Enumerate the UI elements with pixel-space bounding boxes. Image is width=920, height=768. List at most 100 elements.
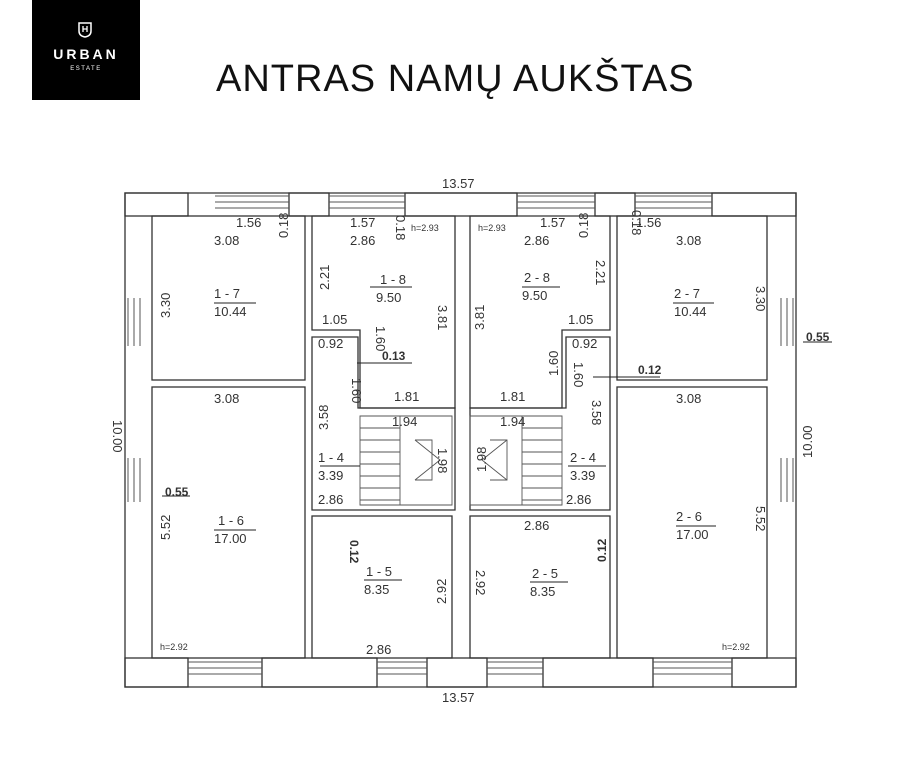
room-outline-1-5 (311, 515, 453, 659)
dim-recess-wall-2-4: 0.12 (638, 363, 662, 377)
dim-width-2-7: 3.08 (676, 233, 701, 248)
brand-logo: URBAN ESTATE (32, 0, 140, 100)
room-area-2-5: 8.35 (530, 584, 555, 599)
window (215, 195, 289, 209)
dim-landing-2-4: 1.81 (500, 389, 525, 404)
room-height-1-8: h=2.93 (411, 223, 439, 233)
room-area-2-8: 9.50 (522, 288, 547, 303)
dim-wall-1-5: 0.12 (347, 540, 361, 564)
room-id-1-7: 1 - 7 (214, 286, 240, 301)
staircase-left (359, 415, 453, 506)
room-id-2-4: 2 - 4 (570, 450, 596, 465)
room-id-2-6: 2 - 6 (676, 509, 702, 524)
staircase-right (469, 415, 563, 506)
dim-depth-1-6: 5.52 (158, 515, 173, 540)
dim-recess-wall-1-4: 0.13 (382, 349, 406, 363)
exterior-wall (124, 192, 797, 688)
room-id-1-5: 1 - 5 (366, 564, 392, 579)
room-id-1-4: 1 - 4 (318, 450, 344, 465)
room-outline-2-5 (469, 515, 611, 659)
window (517, 195, 595, 209)
window (635, 195, 712, 209)
dim-stair-l-2-4: 1.98 (474, 447, 489, 472)
dim-window-2-8: 1.57 (540, 215, 565, 230)
room-area-1-8: 9.50 (376, 290, 401, 305)
room-id-1-8: 1 - 8 (380, 272, 406, 287)
dim-depth-2-6: 5.52 (753, 506, 768, 531)
dim-recess-2-4: 0.92 (572, 336, 597, 351)
dim-bottom-1-8: 1.05 (322, 312, 347, 327)
room-area-1-7: 10.44 (214, 304, 247, 319)
window (127, 458, 141, 502)
room-area-1-4: 3.39 (318, 468, 343, 483)
dim-depth-1-5: 2.92 (434, 579, 449, 604)
dim-depth-1-4: 3.58 (316, 405, 331, 430)
dim-recess-depth-1-4: 1.60 (349, 378, 364, 403)
room-outline-2-4 (469, 336, 611, 511)
room-id-2-7: 2 - 7 (674, 286, 700, 301)
dim-recess-1-4: 0.92 (318, 336, 343, 351)
room-outline-1-4 (311, 336, 456, 511)
overall-depth-right: 10.00 (800, 425, 815, 458)
overall-depth-left: 10.00 (110, 420, 125, 453)
window (329, 195, 405, 209)
dim-wall-2-7: 0.18 (629, 210, 644, 235)
exterior-offset-right: 0.55 (806, 330, 830, 344)
logo-brand-text: URBAN (53, 46, 119, 62)
window (377, 661, 427, 675)
dim-bottom-2-8: 1.05 (568, 312, 593, 327)
dim-width-1-6: 3.08 (214, 391, 239, 406)
overall-width-top: 13.57 (442, 176, 475, 191)
dim-width-2-6: 3.08 (676, 391, 701, 406)
room-outline-2-7 (616, 215, 768, 381)
room-id-2-5: 2 - 5 (532, 566, 558, 581)
dim-recess-depth-2-4: 1.60 (546, 351, 561, 376)
window (487, 661, 543, 675)
exterior-offset-left: 0.55 (165, 485, 189, 499)
window (780, 298, 794, 346)
dim-bottom-1-4: 2.86 (318, 492, 343, 507)
dim-side-1-8: 2.21 (317, 265, 332, 290)
window (780, 458, 794, 502)
dim-wall-2-8: 0.18 (576, 213, 591, 238)
dim-depth-2-4: 3.58 (589, 400, 604, 425)
dim-width-2-5: 2.86 (524, 518, 549, 533)
dim-width-1-8: 2.86 (350, 233, 375, 248)
dim-window-1-8: 1.57 (350, 215, 375, 230)
dim-wall-2-5: 0.12 (595, 538, 609, 562)
dim-stair-w-2-4: 1.94 (500, 414, 525, 429)
room-outline-2-6 (616, 386, 768, 659)
room-area-2-7: 10.44 (674, 304, 707, 319)
dim-depth-2-8: 3.81 (472, 305, 487, 330)
room-area-2-4: 3.39 (570, 468, 595, 483)
dim-window-1-7: 1.56 (236, 215, 261, 230)
dim-width-1-5: 2.86 (366, 642, 391, 657)
room-outline-1-6 (151, 386, 306, 659)
room-area-1-5: 8.35 (364, 582, 389, 597)
room-height-2-8: h=2.93 (478, 223, 506, 233)
dim-depth-1-7: 3.30 (158, 293, 173, 318)
window (127, 298, 141, 346)
dim-stair-w-1-4: 1.94 (392, 414, 417, 429)
room-height-2-6: h=2.92 (722, 642, 750, 652)
dim-wall-1-7: 0.18 (276, 213, 291, 238)
logo-sub-text: ESTATE (70, 66, 102, 72)
room-outline-1-7 (151, 215, 306, 381)
overall-width-bottom: 13.57 (442, 690, 475, 705)
dim-recess-depth-1-4b: 1.60 (373, 326, 388, 351)
dim-landing-1-4: 1.81 (394, 389, 419, 404)
dim-width-2-8: 2.86 (524, 233, 549, 248)
room-id-1-6: 1 - 6 (218, 513, 244, 528)
dim-side-2-8: 2.21 (593, 260, 608, 285)
window (653, 661, 732, 675)
dim-depth-1-8: 3.81 (435, 305, 450, 330)
dim-stair-l-1-4: 1.98 (435, 448, 450, 473)
dim-depth-2-5: 2.92 (473, 570, 488, 595)
room-area-2-6: 17.00 (676, 527, 709, 542)
dim-window-2-7: 1.56 (636, 215, 661, 230)
room-height-1-6: h=2.92 (160, 642, 188, 652)
room-id-2-8: 2 - 8 (524, 270, 550, 285)
page-title: ANTRAS NAMŲ AUKŠTAS (216, 58, 695, 100)
shield-icon (78, 22, 92, 38)
